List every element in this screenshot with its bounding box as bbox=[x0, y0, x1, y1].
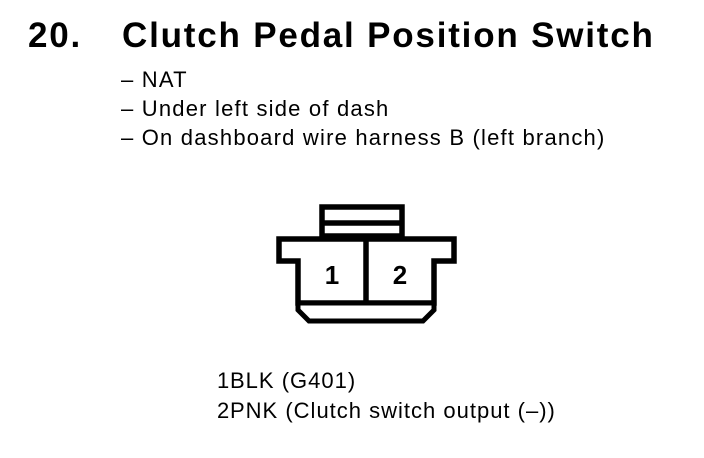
page-title: Clutch Pedal Position Switch bbox=[122, 16, 655, 55]
location-notes: – NAT – Under left side of dash – On das… bbox=[121, 65, 606, 152]
legend-pin-number: 2 bbox=[217, 398, 231, 423]
pin-2-label: 2 bbox=[393, 260, 407, 290]
note-wire-color: – NAT bbox=[121, 67, 188, 92]
note-location: – Under left side of dash bbox=[121, 96, 390, 121]
legend-wire-description: BLK (G401) bbox=[230, 368, 357, 393]
connector-diagram: 1 2 bbox=[276, 204, 457, 324]
section-heading: 20. Clutch Pedal Position Switch bbox=[28, 18, 655, 53]
legend-pin-number: 1 bbox=[217, 368, 231, 393]
pin-1-label: 1 bbox=[325, 260, 339, 290]
connector-base bbox=[295, 300, 437, 324]
legend-row-1: 1 BLK (G401) bbox=[217, 366, 556, 396]
note-harness: – On dashboard wire harness B (left bran… bbox=[121, 125, 606, 150]
pin-legend: 1 BLK (G401) 2 PNK (Clutch switch output… bbox=[217, 366, 556, 426]
legend-wire-description: PNK (Clutch switch output (–)) bbox=[230, 398, 556, 423]
legend-row-2: 2 PNK (Clutch switch output (–)) bbox=[217, 396, 556, 426]
section-number: 20. bbox=[28, 16, 83, 55]
